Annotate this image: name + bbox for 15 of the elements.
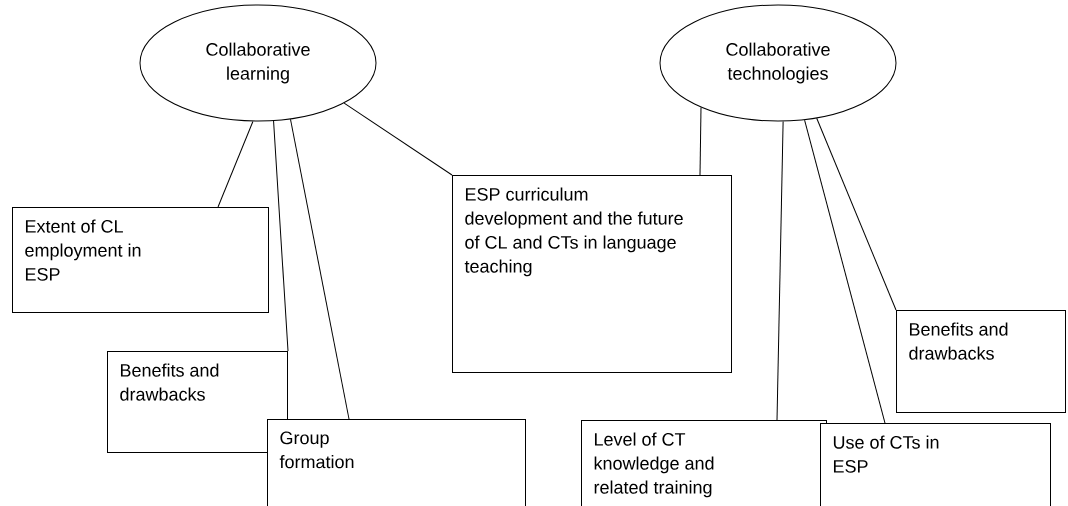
connector-line (816, 117, 897, 311)
connector-line (699, 106, 702, 176)
connector-line (217, 120, 254, 208)
topic-box: Level of CT knowledge and related training (581, 420, 827, 506)
connector-line (273, 120, 289, 352)
connector-line (290, 118, 350, 420)
topic-box: Extent of CL employment in ESP (12, 207, 269, 313)
node-label: Use of CTs in ESP (833, 435, 939, 473)
topic-box: Benefits and drawbacks (896, 310, 1066, 413)
connector-line (343, 102, 453, 176)
topic-box: ESP curriculum development and the future of CL and CTs in language teaching (452, 175, 732, 373)
topic-box: Group formation (267, 419, 526, 506)
connector-line (776, 120, 784, 421)
connector-line (804, 119, 886, 424)
topic-box: Use of CTs in ESP (820, 423, 1051, 506)
